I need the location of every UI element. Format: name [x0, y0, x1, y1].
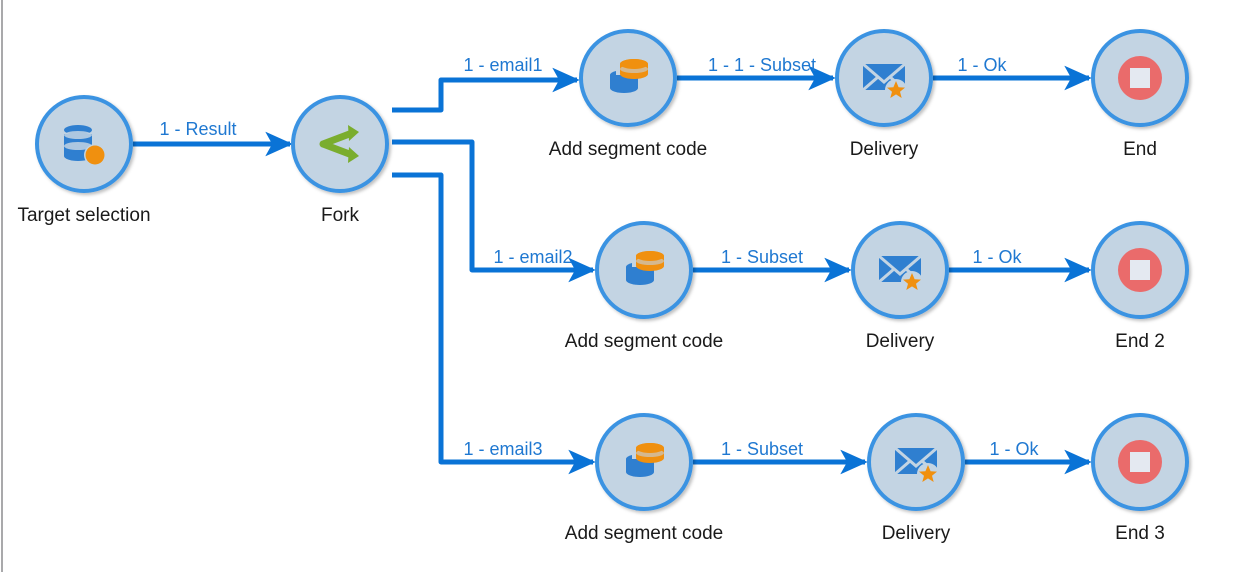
transition-label: 1 - email2 — [493, 247, 572, 267]
canvas-left-border — [1, 0, 3, 572]
activity-target[interactable]: Target selection — [17, 95, 151, 226]
edges-layer: 1 - Result 1 - email1 1 - 1 - Subset 1 - Ok… — [133, 55, 1092, 475]
transition-label: 1 - Ok — [989, 439, 1039, 459]
activity-label: End 3 — [1115, 523, 1165, 544]
activity-del2[interactable]: Delivery — [851, 221, 949, 352]
transition-label: 1 - Ok — [972, 247, 1022, 267]
transition-label: 1 - Subset — [721, 439, 803, 459]
edge-fork-to-seg1[interactable]: 1 - email1 — [392, 55, 580, 113]
edge-seg2-to-del2[interactable]: 1 - Subset — [693, 247, 852, 283]
transition-label: 1 - 1 - Subset — [708, 55, 816, 75]
activity-label: Delivery — [866, 331, 935, 352]
activity-end1[interactable]: End — [1091, 29, 1189, 160]
activity-label: Delivery — [882, 523, 951, 544]
transition-label: 1 - Result — [159, 119, 236, 139]
edge-fork-to-seg2[interactable]: 1 - email2 — [392, 139, 596, 283]
activity-del1[interactable]: Delivery — [835, 29, 933, 160]
edge-seg1-to-del1[interactable]: 1 - 1 - Subset — [677, 55, 836, 91]
edge-del2-to-end2[interactable]: 1 - Ok — [949, 247, 1092, 283]
stop-icon — [1118, 248, 1162, 292]
activity-label: Fork — [321, 205, 360, 226]
activity-label: Add segment code — [565, 331, 723, 352]
edge-seg3-to-del3[interactable]: 1 - Subset — [693, 439, 868, 475]
activity-end3[interactable]: End 3 — [1091, 413, 1189, 544]
transition-label: 1 - Subset — [721, 247, 803, 267]
edge-fork-to-seg3[interactable]: 1 - email3 — [392, 172, 596, 475]
activity-seg3[interactable]: Add segment code — [565, 413, 723, 544]
transition-label: 1 - email1 — [463, 55, 542, 75]
activity-node[interactable] — [291, 95, 389, 193]
transition-line[interactable] — [392, 172, 596, 475]
edge-del1-to-end1[interactable]: 1 - Ok — [933, 55, 1092, 91]
edge-target-to-fork[interactable]: 1 - Result — [133, 119, 293, 157]
activity-label: Add segment code — [565, 523, 723, 544]
activity-del3[interactable]: Delivery — [867, 413, 965, 544]
edge-del3-to-end3[interactable]: 1 - Ok — [965, 439, 1092, 475]
activity-label: Target selection — [17, 205, 150, 226]
transition-label: 1 - email3 — [463, 439, 542, 459]
activity-label: End — [1123, 139, 1157, 160]
activity-label: End 2 — [1115, 331, 1165, 352]
activity-fork[interactable]: Fork — [291, 95, 389, 226]
transition-line[interactable] — [392, 139, 596, 283]
stop-icon — [1118, 440, 1162, 484]
activity-end2[interactable]: End 2 — [1091, 221, 1189, 352]
activity-label: Add segment code — [549, 139, 707, 160]
activity-seg1[interactable]: Add segment code — [549, 29, 707, 160]
activity-label: Delivery — [850, 139, 919, 160]
activity-seg2[interactable]: Add segment code — [565, 221, 723, 352]
stop-icon — [1118, 56, 1162, 100]
transition-line[interactable] — [392, 67, 580, 113]
transition-label: 1 - Ok — [957, 55, 1007, 75]
